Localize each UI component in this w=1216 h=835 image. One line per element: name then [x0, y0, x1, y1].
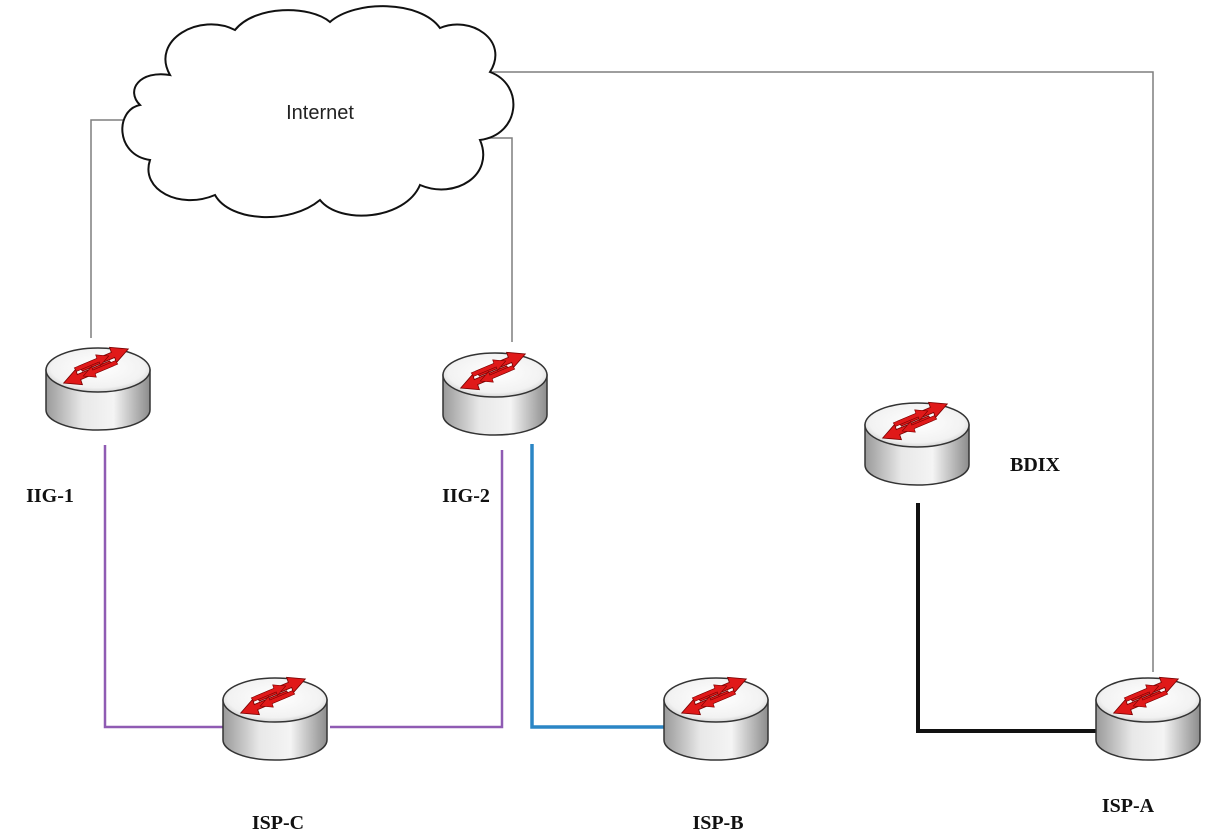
router-label-iig2: IIG-2	[442, 485, 490, 507]
router-label-bdix: BDIX	[1010, 454, 1061, 476]
link-iig2-ispb	[530, 444, 666, 729]
router-label-ispb: ISP-B	[692, 812, 743, 834]
link-iig2-ispc	[330, 450, 504, 729]
router-icon	[443, 352, 547, 435]
router-label-iig1: IIG-1	[26, 485, 74, 507]
router-iig2	[443, 352, 547, 435]
router-label-ispc: ISP-C	[252, 812, 304, 834]
router-label-ispa: ISP-A	[1102, 795, 1155, 817]
link-iig1-ispc	[103, 445, 225, 729]
router-ispc	[223, 677, 327, 760]
internet-label: Internet	[286, 102, 354, 124]
link-internet-iig1	[90, 119, 135, 338]
router-bdix	[865, 402, 969, 485]
router-icon	[664, 677, 768, 760]
router-icon	[865, 402, 969, 485]
router-icon	[223, 677, 327, 760]
links	[90, 71, 1154, 733]
router-iig1	[46, 347, 150, 430]
router-icon	[1096, 677, 1200, 760]
router-icon	[46, 347, 150, 430]
router-ispb	[664, 677, 768, 760]
link-bdix-ispa	[916, 503, 1097, 733]
internet-cloud: Internet	[121, 5, 515, 218]
link-internet-iig2	[485, 137, 513, 342]
router-ispa	[1096, 677, 1200, 760]
link-internet-ispa	[478, 71, 1154, 672]
